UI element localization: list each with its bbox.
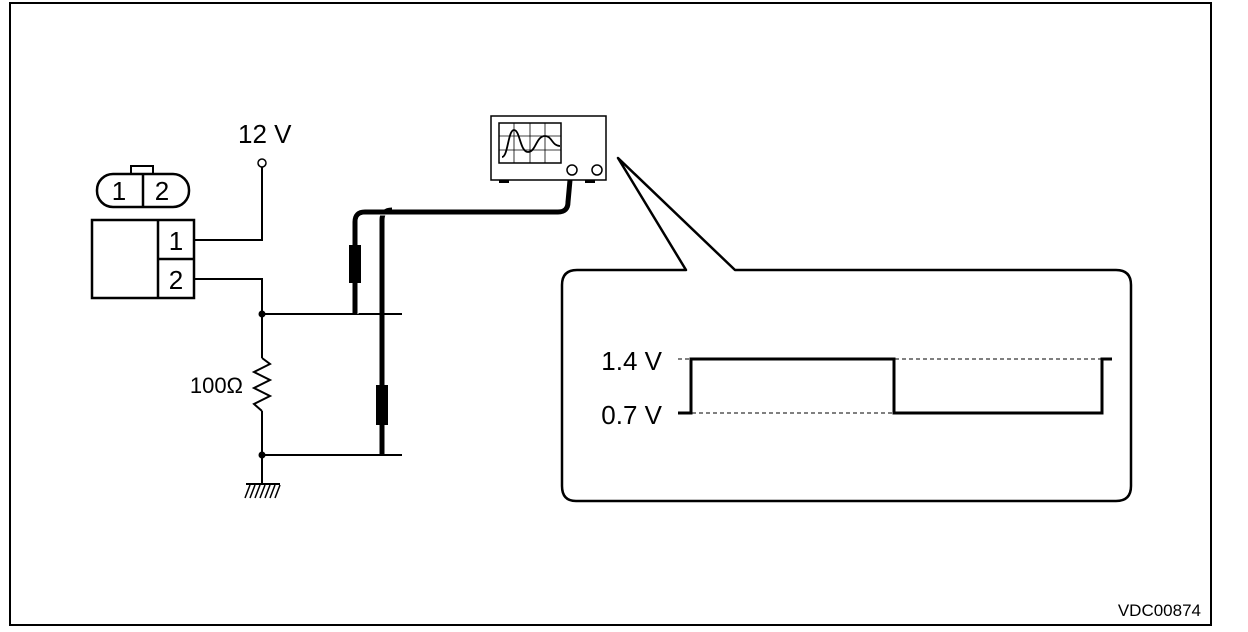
plug-pin-1-label: 1 [112,176,126,206]
oscilloscope [490,115,607,183]
figure-id: VDC00874 [1118,601,1201,620]
high-level-label: 1.4 V [601,346,662,376]
supply-terminal [257,158,267,168]
wiring [194,167,402,484]
oscilloscope-input-jack-2 [591,164,603,176]
low-level-label: 0.7 V [601,400,662,430]
probe-leads [352,179,573,455]
resistor-symbol [251,357,273,412]
junction-node-upper [258,310,266,318]
supply-voltage-label: 12 V [238,119,292,149]
square-wave-trace [678,357,1112,415]
body-pin-1-label: 1 [169,226,183,256]
body-pin-2-label: 2 [169,265,183,295]
oscilloscope-input-jack-1 [566,164,578,176]
plug-pin-2-label: 2 [155,176,169,206]
junction-node-lower [258,451,266,459]
connector-plug: 1 2 [95,165,191,209]
waveform-plot: 1.4 V 0.7 V [601,346,1112,430]
resistor-value-label: 100Ω [190,373,243,398]
connector: 1 2 1 2 [90,165,196,300]
waveform-callout [560,156,1133,503]
probe-clip-b [376,385,388,425]
ground-symbol [244,483,281,499]
figure-frame [9,2,1212,626]
connector-body: 1 2 [90,218,196,300]
probe-clip-a [349,245,361,283]
